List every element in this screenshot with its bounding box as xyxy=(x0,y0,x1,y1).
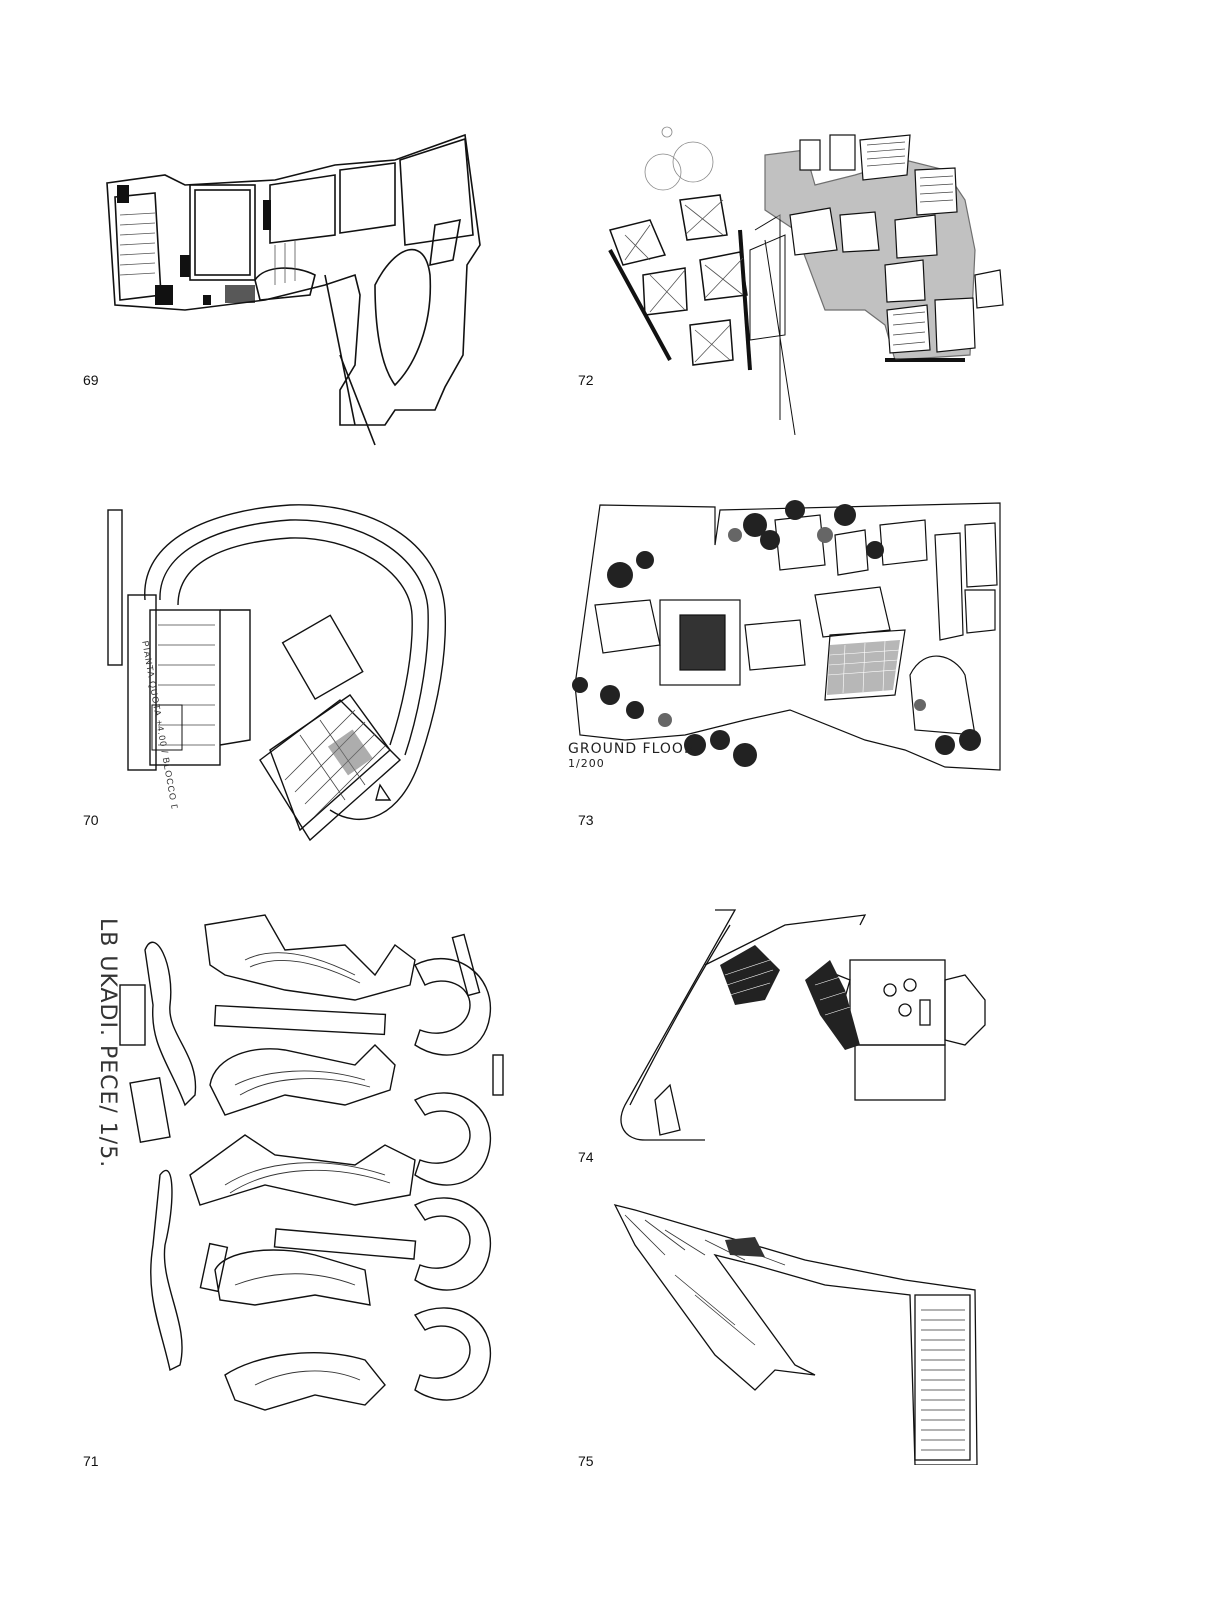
figure-71-drawing-label: LB UKADI. PECE/ 1/5. xyxy=(95,918,120,1169)
figure-72-drawing xyxy=(608,126,1004,435)
figure-73-plan xyxy=(565,495,1015,790)
figure-75-caption: 75 xyxy=(578,1453,594,1469)
figure-69-drawing xyxy=(106,133,481,446)
figure-74-plan xyxy=(605,905,1015,1150)
figure-74-drawing xyxy=(620,909,986,1141)
figure-69-plan xyxy=(95,125,495,460)
figure-74-caption: 74 xyxy=(578,1149,594,1165)
figure-73-drawing-title: GROUND FLOOR xyxy=(568,741,695,757)
figure-70-drawing xyxy=(107,504,447,842)
figure-72-plan xyxy=(605,120,1015,435)
figure-71-caption: 71 xyxy=(83,1453,99,1469)
figure-71-plan xyxy=(115,905,535,1440)
figure-71-drawing xyxy=(119,914,504,1411)
figure-72-caption: 72 xyxy=(578,372,594,388)
figure-70-caption: 70 xyxy=(83,812,99,828)
figure-70-plan xyxy=(100,500,470,845)
figure-73-drawing xyxy=(572,500,1001,771)
figure-69-caption: 69 xyxy=(83,372,99,388)
figure-73-caption: 73 xyxy=(578,812,594,828)
figure-75-drawing xyxy=(613,1204,978,1465)
figure-73-drawing-scale: 1/200 xyxy=(568,757,605,770)
figure-75-plan xyxy=(605,1195,1005,1465)
